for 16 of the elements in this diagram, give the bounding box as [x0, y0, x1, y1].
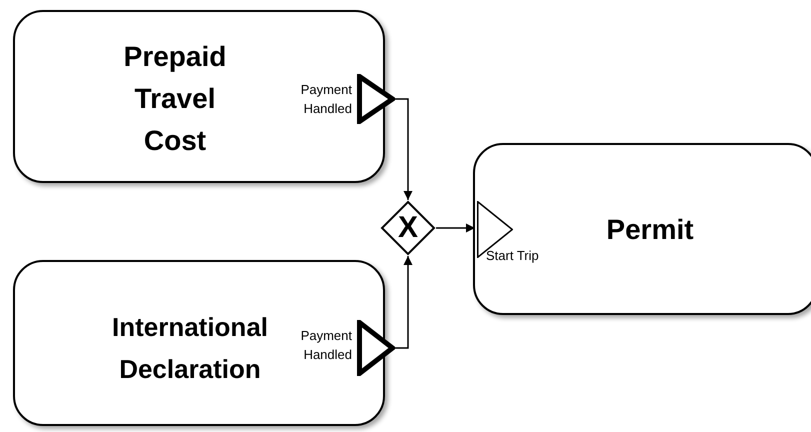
process-box [13, 260, 385, 426]
port-label: Payment Handled [300, 81, 352, 118]
gateway-symbol: X [396, 210, 419, 246]
sequence-arrow [395, 256, 412, 349]
port-label: Payment Handled [300, 327, 352, 364]
process-label: Permit [605, 213, 695, 247]
sequence-arrow [436, 224, 475, 232]
sequence-arrow [395, 98, 412, 200]
exclusive-gateway [380, 200, 436, 256]
process-label: International Declaration [110, 311, 269, 386]
port-triangle [357, 320, 395, 376]
process-box [13, 10, 385, 183]
port-triangle [357, 74, 395, 124]
process-label: Prepaid Travel Cost [122, 40, 228, 158]
process-box [473, 143, 811, 315]
port-label: Start Trip [486, 247, 540, 265]
